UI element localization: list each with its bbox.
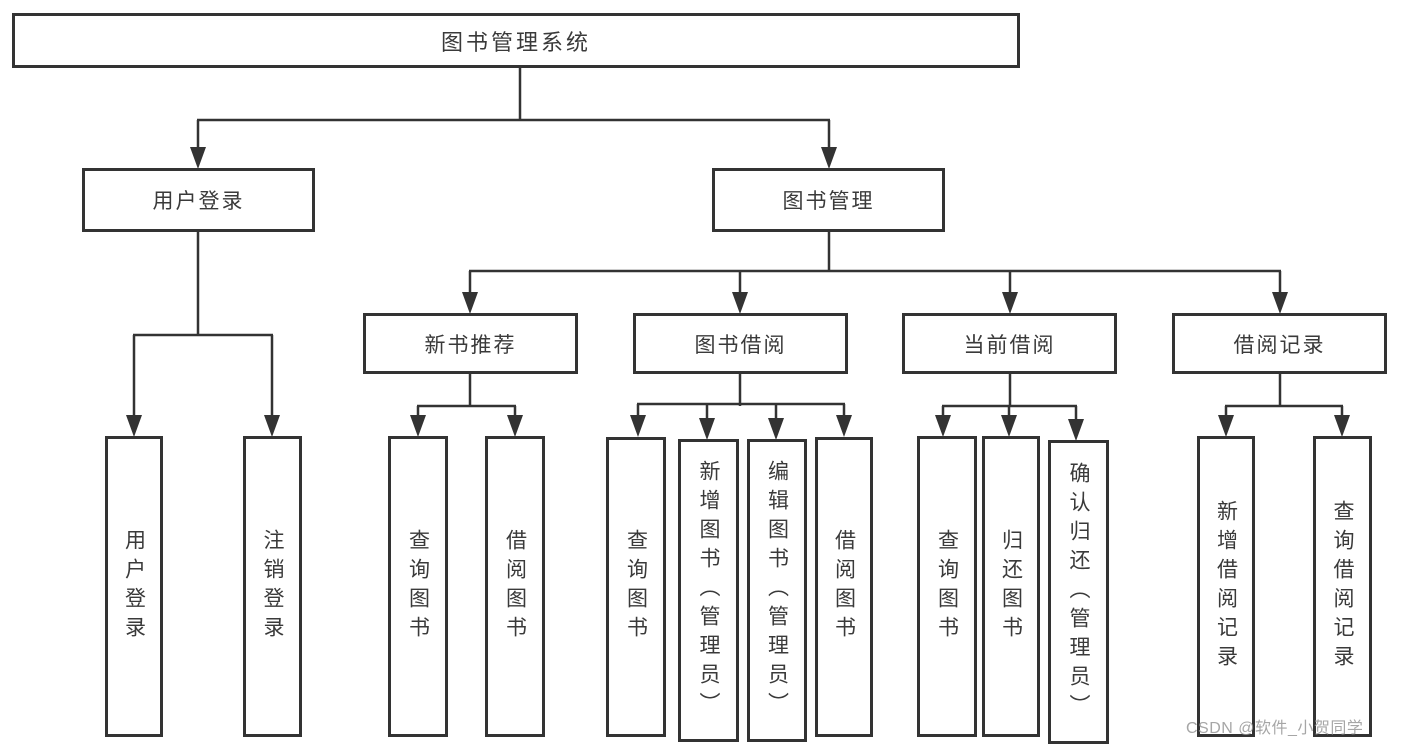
leaf-add-book-admin: 新增图书（管理员）	[678, 439, 739, 742]
leaf-query-books-current: 查询图书	[917, 436, 977, 737]
leaf-query-books-borrow: 查询图书	[606, 437, 666, 737]
node-new-book-recommend: 新书推荐	[363, 313, 578, 374]
node-library-system: 图书管理系统	[12, 13, 1020, 68]
leaf-query-borrow-record: 查询借阅记录	[1313, 436, 1372, 737]
leaf-confirm-return-admin: 确认归还（管理员）	[1048, 440, 1109, 744]
connector-paths	[132, 68, 1344, 422]
node-current-borrow: 当前借阅	[902, 313, 1117, 374]
leaf-return-book: 归还图书	[982, 436, 1040, 737]
node-user-login: 用户登录	[82, 168, 315, 232]
watermark: CSDN @软件_小贺同学	[1186, 720, 1364, 737]
leaf-borrow-books: 借阅图书	[815, 437, 873, 737]
arrowheads	[126, 147, 1350, 441]
node-book-management: 图书管理	[712, 168, 945, 232]
leaf-user-login: 用户登录	[105, 436, 163, 737]
leaf-query-books-recommend: 查询图书	[388, 436, 448, 737]
node-borrow-records: 借阅记录	[1172, 313, 1387, 374]
node-book-borrow: 图书借阅	[633, 313, 848, 374]
leaf-add-borrow-record: 新增借阅记录	[1197, 436, 1255, 737]
leaf-logout: 注销登录	[243, 436, 302, 737]
leaf-borrow-books-recommend: 借阅图书	[485, 436, 545, 737]
leaf-edit-book-admin: 编辑图书（管理员）	[747, 439, 807, 742]
